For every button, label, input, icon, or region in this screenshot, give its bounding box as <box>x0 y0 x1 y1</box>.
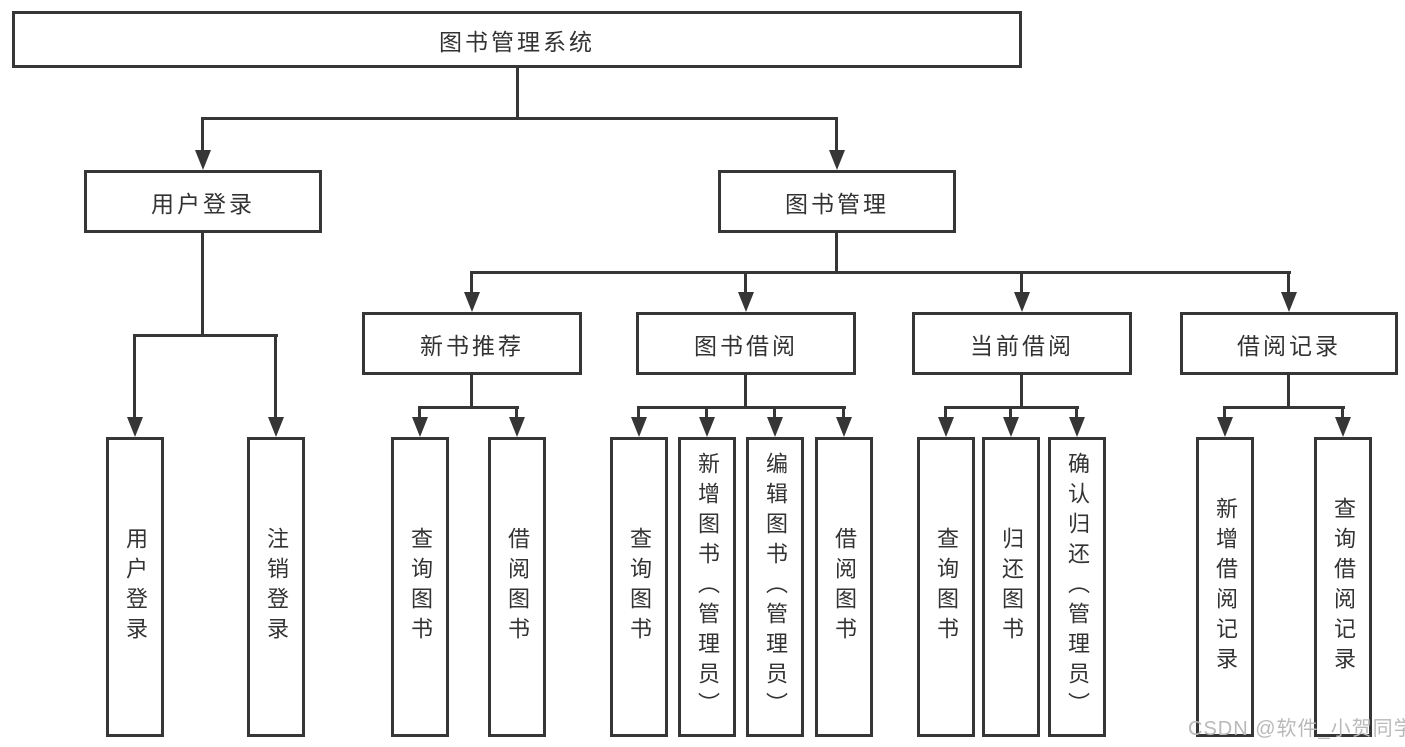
connector-line <box>842 406 845 421</box>
connector-line <box>274 334 277 421</box>
arrow-down-icon <box>464 292 480 312</box>
node-new-book-recommendation: 新书推荐 <box>362 312 582 375</box>
node-library-management-system: 图书管理系统 <box>12 11 1022 68</box>
leaf-user-login: 用户登录 <box>106 437 164 737</box>
node-label: 当前借阅 <box>970 332 1074 359</box>
connector-line <box>705 406 708 421</box>
connector-line <box>637 406 846 409</box>
arrow-down-icon <box>829 150 845 170</box>
node-label: 借阅记录 <box>1237 332 1341 359</box>
leaf-return-book: 归还图书 <box>982 437 1040 737</box>
connector-line <box>835 233 838 274</box>
node-label: 查询借阅记录 <box>1331 497 1356 677</box>
arrow-down-icon <box>127 417 143 437</box>
arrow-down-icon <box>938 417 954 437</box>
connector-line <box>470 373 473 409</box>
connector-line <box>1020 271 1023 296</box>
connector-line <box>744 271 747 296</box>
arrow-down-icon <box>1281 292 1297 312</box>
csdn-watermark: CSDN @软件_小贺同学 <box>1188 718 1405 740</box>
node-borrowing-records: 借阅记录 <box>1180 312 1398 375</box>
node-label: 用户登录 <box>151 190 255 217</box>
connector-line <box>1009 406 1012 421</box>
connector-line <box>133 334 136 421</box>
leaf-query-borrow-record: 查询借阅记录 <box>1314 437 1372 737</box>
arrow-down-icon <box>738 292 754 312</box>
connector-line <box>470 271 1291 274</box>
arrow-down-icon <box>836 417 852 437</box>
arrow-down-icon <box>1069 417 1085 437</box>
connector-line <box>418 406 421 421</box>
node-label: 图书借阅 <box>694 332 798 359</box>
node-label: 确认归还（管理员） <box>1065 452 1090 722</box>
leaf-query-books-borrowing: 查询图书 <box>610 437 668 737</box>
leaf-add-book-admin: 新增图书（管理员） <box>678 437 736 737</box>
arrow-down-icon <box>195 150 211 170</box>
node-label: 新书推荐 <box>420 332 524 359</box>
node-book-borrowing: 图书借阅 <box>636 312 856 375</box>
leaf-confirm-return-admin: 确认归还（管理员） <box>1048 437 1106 737</box>
connector-line <box>1341 406 1344 421</box>
connector-line <box>1075 406 1078 421</box>
arrow-down-icon <box>631 417 647 437</box>
arrow-down-icon <box>767 417 783 437</box>
connector-line <box>944 406 947 421</box>
connector-line <box>773 406 776 421</box>
node-label: 借阅图书 <box>832 527 857 647</box>
arrow-down-icon <box>699 417 715 437</box>
node-user-login: 用户登录 <box>84 170 322 233</box>
node-current-borrowing: 当前借阅 <box>912 312 1132 375</box>
node-book-management: 图书管理 <box>718 170 956 233</box>
arrow-down-icon <box>412 417 428 437</box>
connector-line <box>1287 373 1290 409</box>
arrow-down-icon <box>268 417 284 437</box>
connector-line <box>418 406 519 409</box>
leaf-edit-book-admin: 编辑图书（管理员） <box>746 437 804 737</box>
node-label: 编辑图书（管理员） <box>763 452 788 722</box>
connector-line <box>133 334 278 337</box>
arrow-down-icon <box>509 417 525 437</box>
arrow-down-icon <box>1003 417 1019 437</box>
connector-line <box>515 406 518 421</box>
arrow-down-icon <box>1335 417 1351 437</box>
connector-line <box>1020 373 1023 409</box>
leaf-query-books-current: 查询图书 <box>917 437 975 737</box>
node-label: 新增借阅记录 <box>1213 497 1238 677</box>
leaf-add-borrow-record: 新增借阅记录 <box>1196 437 1254 737</box>
connector-line <box>516 66 519 119</box>
node-label: 借阅图书 <box>505 527 530 647</box>
connector-line <box>201 117 838 120</box>
leaf-query-books-recommend: 查询图书 <box>391 437 449 737</box>
leaf-borrow-books-borrowing: 借阅图书 <box>815 437 873 737</box>
connector-line <box>1223 406 1345 409</box>
arrow-down-icon <box>1217 417 1233 437</box>
leaf-logout: 注销登录 <box>247 437 305 737</box>
connector-line <box>1223 406 1226 421</box>
connector-line <box>470 271 473 296</box>
node-label: 新增图书（管理员） <box>695 452 720 722</box>
node-label: 查询图书 <box>934 527 959 647</box>
arrow-down-icon <box>1014 292 1030 312</box>
connector-line <box>835 117 838 154</box>
connector-line <box>201 117 204 154</box>
node-label: 图书管理系统 <box>439 28 595 55</box>
connector-line <box>637 406 640 421</box>
connector-line <box>201 233 204 337</box>
connector-line <box>744 373 747 409</box>
node-label: 用户登录 <box>123 527 148 647</box>
leaf-borrow-books-recommend: 借阅图书 <box>488 437 546 737</box>
node-label: 查询图书 <box>408 527 433 647</box>
connector-line <box>1287 271 1290 296</box>
node-label: 图书管理 <box>785 190 889 217</box>
node-label: 归还图书 <box>999 527 1024 647</box>
node-label: 查询图书 <box>627 527 652 647</box>
node-label: 注销登录 <box>264 527 289 647</box>
